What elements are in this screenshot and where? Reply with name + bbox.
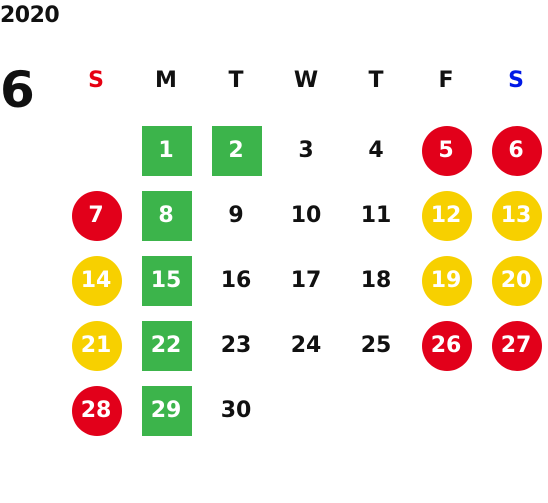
day-number: 22 [150, 332, 182, 358]
day-number: 6 [508, 137, 524, 163]
weekday-tuesday: T [228, 68, 244, 93]
calendar-day[interactable]: 16 [206, 250, 266, 310]
red-circle-marker [492, 321, 542, 371]
weekday-monday: M [155, 68, 177, 93]
calendar-day[interactable]: 14 [66, 250, 126, 310]
calendar-day[interactable]: 2 [206, 120, 266, 180]
green-square-marker [142, 386, 192, 436]
day-number: 13 [500, 202, 532, 228]
calendar-day[interactable]: 21 [66, 315, 126, 375]
calendar-day[interactable]: 26 [416, 315, 476, 375]
calendar-day[interactable]: 11 [346, 185, 406, 245]
day-number: 28 [80, 397, 112, 423]
weekday-wednesday: W [293, 68, 319, 93]
green-square-marker [212, 126, 262, 176]
day-number: 9 [228, 202, 244, 228]
green-square-marker [142, 191, 192, 241]
calendar-day[interactable]: 23 [206, 315, 266, 375]
day-number: 15 [150, 267, 182, 293]
day-number: 21 [80, 332, 112, 358]
day-number: 4 [368, 137, 384, 163]
calendar-day[interactable]: 3 [276, 120, 336, 180]
calendar-day[interactable]: 19 [416, 250, 476, 310]
yellow-circle-marker [492, 256, 542, 306]
red-circle-marker [492, 126, 542, 176]
day-number: 25 [360, 332, 392, 358]
weekday-thursday: T [368, 68, 384, 93]
red-circle-marker [72, 386, 122, 436]
calendar-day[interactable]: 13 [486, 185, 546, 245]
day-number: 14 [80, 267, 112, 293]
calendar-day[interactable]: 1 [136, 120, 196, 180]
yellow-circle-marker [72, 321, 122, 371]
weekday-header-row: S M T W T F S [66, 66, 548, 96]
day-number: 12 [430, 202, 462, 228]
yellow-circle-marker [492, 191, 542, 241]
day-number: 23 [220, 332, 252, 358]
red-circle-marker [422, 126, 472, 176]
calendar-day[interactable]: 8 [136, 185, 196, 245]
day-number: 19 [430, 267, 462, 293]
calendar-day[interactable]: 6 [486, 120, 546, 180]
day-number: 2 [228, 137, 244, 163]
yellow-circle-marker [422, 191, 472, 241]
green-square-marker [142, 256, 192, 306]
day-number: 26 [430, 332, 462, 358]
day-number: 18 [360, 267, 392, 293]
day-number: 16 [220, 267, 252, 293]
day-number: 24 [290, 332, 322, 358]
calendar-year: 2020 [0, 3, 60, 28]
calendar-day[interactable]: 28 [66, 380, 126, 440]
day-number: 3 [298, 137, 314, 163]
green-square-marker [142, 321, 192, 371]
yellow-circle-marker [422, 256, 472, 306]
calendar-day[interactable]: 15 [136, 250, 196, 310]
calendar-day[interactable]: 20 [486, 250, 546, 310]
day-number: 30 [220, 397, 252, 423]
day-number: 17 [290, 267, 322, 293]
calendar-day[interactable]: 25 [346, 315, 406, 375]
day-number: 11 [360, 202, 392, 228]
day-number: 8 [158, 202, 174, 228]
calendar-day[interactable]: 5 [416, 120, 476, 180]
calendar-day[interactable]: 4 [346, 120, 406, 180]
calendar-day[interactable]: 7 [66, 185, 126, 245]
calendar-day[interactable]: 17 [276, 250, 336, 310]
day-number: 5 [438, 137, 454, 163]
calendar-month: 6 [0, 61, 35, 119]
calendar-day[interactable]: 29 [136, 380, 196, 440]
calendar-day[interactable]: 22 [136, 315, 196, 375]
day-number: 10 [290, 202, 322, 228]
red-circle-marker [72, 191, 122, 241]
calendar-day[interactable]: 24 [276, 315, 336, 375]
calendar-day[interactable]: 10 [276, 185, 336, 245]
weekday-sunday: S [88, 68, 104, 93]
calendar-day[interactable]: 9 [206, 185, 266, 245]
weekday-friday: F [438, 68, 454, 93]
day-number: 29 [150, 397, 182, 423]
calendar-day[interactable]: 12 [416, 185, 476, 245]
red-circle-marker [422, 321, 472, 371]
day-number: 20 [500, 267, 532, 293]
calendar-day[interactable]: 27 [486, 315, 546, 375]
day-number: 1 [158, 137, 174, 163]
day-number: 7 [88, 202, 104, 228]
calendar-day[interactable]: 18 [346, 250, 406, 310]
yellow-circle-marker [72, 256, 122, 306]
green-square-marker [142, 126, 192, 176]
day-number: 27 [500, 332, 532, 358]
weekday-saturday: S [508, 68, 524, 93]
calendar-day[interactable]: 30 [206, 380, 266, 440]
